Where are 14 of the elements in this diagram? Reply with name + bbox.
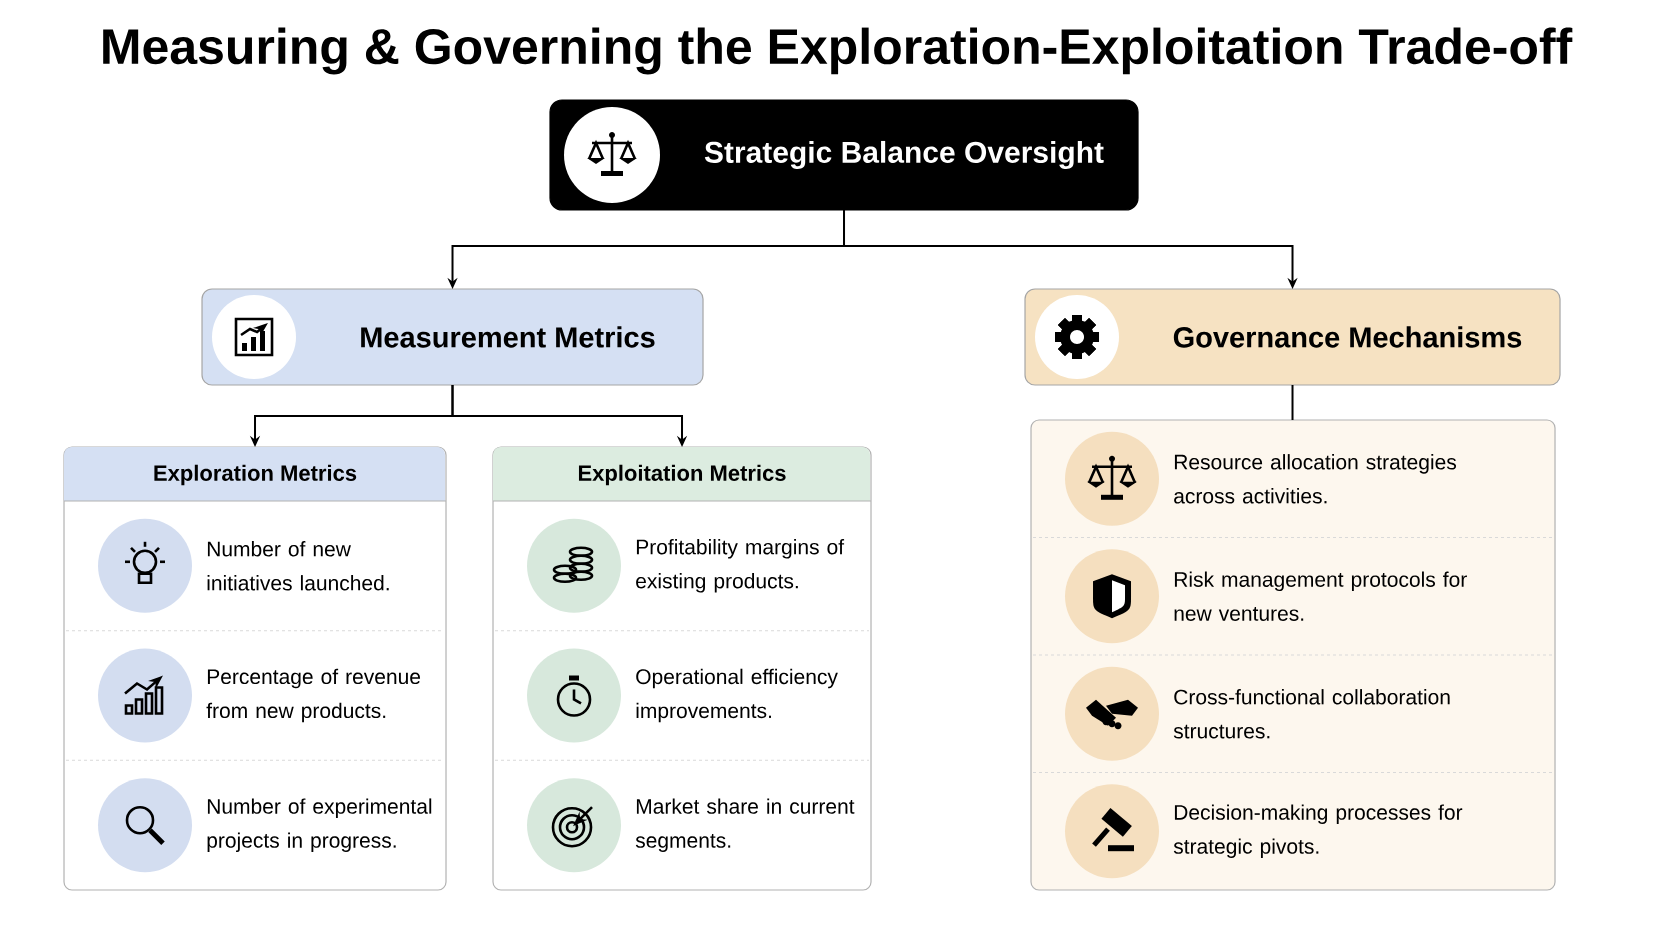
category-box: Measurement Metrics <box>201 288 704 386</box>
metric-text: Risk management protocols for new ventures. <box>1174 571 1467 621</box>
category-box: Governance Mechanisms <box>1024 288 1561 386</box>
metric-text: Number of new initiatives launched. <box>207 541 389 591</box>
metric-text: Decision-making processes for strategic pivots. <box>1173 804 1463 858</box>
metric-text: Resource allocation strategies across activities. <box>1174 454 1457 504</box>
metric-text: Number of experimental projects in progress. <box>207 798 432 852</box>
title-box: Strategic Balance Oversight <box>549 99 1139 211</box>
metric-text: Profitability margins of existing products. <box>636 539 845 593</box>
metric-text: Market share in current segments. <box>635 798 855 852</box>
title: Measuring & Governing the Exploration-Exploitation Trade-off <box>103 27 1573 75</box>
metric-text: Operational efficiency improvements. <box>636 668 838 723</box>
metric-text: Cross-functional collaboration structures. <box>1173 689 1450 739</box>
metric-text: Percentage of revenue from new products. <box>206 668 421 723</box>
